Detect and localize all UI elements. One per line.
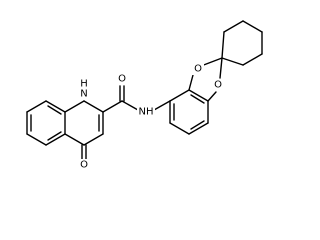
dioxole-oxygen-top-label: O bbox=[194, 64, 202, 75]
double-bond-inner bbox=[47, 105, 62, 115]
bond bbox=[169, 89, 190, 102]
amide-oxygen-label: O bbox=[118, 74, 126, 85]
bond bbox=[188, 74, 194, 91]
bond bbox=[45, 100, 66, 113]
bond bbox=[207, 91, 217, 102]
cyclohexane-ring-bonds bbox=[221, 20, 263, 66]
bond bbox=[242, 20, 263, 33]
bond bbox=[83, 100, 104, 113]
bond bbox=[64, 100, 85, 113]
bond bbox=[219, 57, 223, 79]
bond bbox=[121, 100, 139, 111]
ketone-group bbox=[81, 144, 87, 161]
bond bbox=[242, 53, 263, 66]
bond bbox=[188, 122, 209, 135]
bond bbox=[223, 20, 244, 33]
double-bond-inner bbox=[47, 131, 62, 141]
molecule-structure: O H N O NH O O bbox=[26, 20, 263, 171]
bond bbox=[26, 100, 47, 113]
bond bbox=[200, 57, 223, 67]
bond bbox=[83, 133, 104, 146]
dioxole-oxygen-bottom-label: O bbox=[214, 80, 222, 91]
dioxole-ring-bonds bbox=[188, 57, 223, 102]
bond bbox=[26, 133, 47, 146]
bond bbox=[169, 122, 190, 135]
bond bbox=[221, 57, 244, 66]
bond bbox=[102, 100, 123, 113]
bond bbox=[221, 31, 225, 59]
atom-labels: O H N O NH O O bbox=[78, 63, 224, 171]
bond bbox=[64, 133, 85, 146]
double-bond-inner bbox=[190, 94, 205, 104]
amide-nh-label: NH bbox=[139, 107, 154, 118]
ring-nh-h-label: H bbox=[80, 79, 88, 90]
ring-nh-n-label: N bbox=[80, 89, 87, 100]
carbonyl-oxygen-label: O bbox=[80, 160, 88, 171]
bond bbox=[45, 133, 66, 146]
bond bbox=[188, 89, 209, 102]
amide-bonds bbox=[102, 85, 171, 113]
benzo-ring-bonds bbox=[26, 100, 66, 146]
double-bond-inner bbox=[190, 120, 205, 130]
bond bbox=[153, 100, 171, 111]
benzodioxole-ring-bonds bbox=[169, 89, 209, 135]
pyridinone-ring-bonds bbox=[64, 100, 104, 146]
